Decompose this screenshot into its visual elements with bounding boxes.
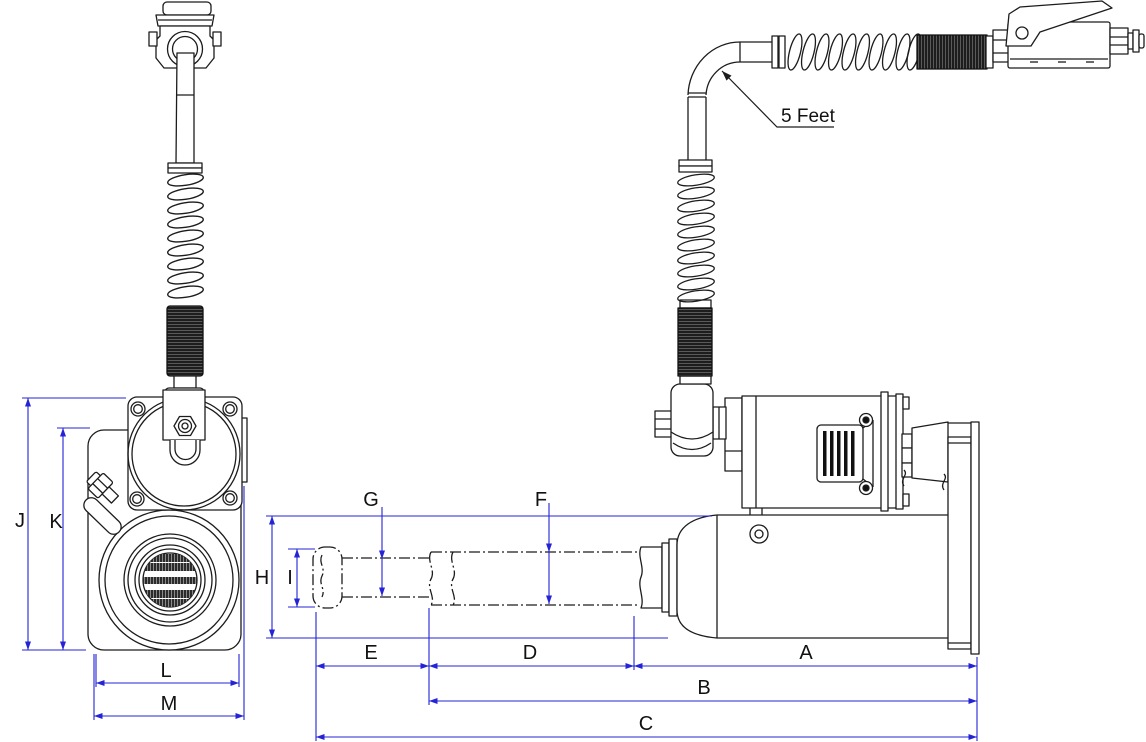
trigger-lever	[1005, 0, 1113, 47]
release-lever	[83, 497, 122, 535]
extended-ram-phantom	[312, 546, 640, 609]
mount-bolt-1	[901, 433, 913, 449]
label-H: H	[255, 567, 269, 589]
handle-return-spring	[167, 173, 204, 299]
label-F: F	[535, 489, 547, 511]
leader-line	[721, 70, 834, 128]
handle-rod	[175, 52, 195, 164]
spring-retainer	[167, 162, 203, 174]
label-G: G	[363, 489, 379, 511]
flange-bolt-holes	[129, 401, 238, 507]
rear-flange	[880, 391, 949, 512]
gland-ring-1	[661, 542, 670, 613]
dimension-labels: A B C D E F G H I J K L M	[15, 489, 813, 735]
cylinder-body	[676, 514, 950, 639]
outlet-hex-nut	[1109, 27, 1129, 55]
label-E: E	[364, 642, 377, 664]
hose-bend	[687, 41, 772, 160]
label-K: K	[49, 511, 63, 533]
ram-shoulder	[428, 551, 434, 606]
gland-ring-2	[668, 538, 678, 617]
base-plate	[947, 421, 980, 655]
ram-tip-cap	[312, 546, 343, 609]
elbow-hex-nut	[654, 410, 673, 438]
mount-bolt-2	[901, 447, 913, 464]
valve-stem	[101, 486, 120, 504]
gland-collar	[639, 546, 663, 609]
mount-bolt-3	[901, 462, 913, 478]
hose-spring-horizontal	[771, 33, 922, 71]
label-C: C	[639, 713, 653, 735]
muffler	[816, 412, 874, 496]
dimensions	[22, 397, 978, 741]
label-I: I	[287, 567, 293, 589]
air-hose	[654, 29, 1011, 457]
hose-length-label: 5 Feet	[781, 106, 836, 127]
clevis-left-tab	[148, 31, 158, 47]
handle-clevis	[148, 1, 222, 69]
label-D: D	[523, 642, 537, 664]
hose-grip-horizontal	[916, 34, 988, 70]
air-motor-block	[724, 395, 901, 515]
label-M: M	[161, 693, 178, 715]
hose-grip-vertical	[677, 307, 713, 377]
side-view	[312, 0, 1145, 655]
trigger-lever-hole	[1015, 26, 1029, 40]
clevis-right-tab	[212, 31, 222, 47]
quick-connect-nipple	[1127, 32, 1134, 50]
handle-grip	[166, 305, 204, 377]
coupler-knurl-face	[143, 554, 197, 607]
hose-spring-vertical	[677, 159, 715, 303]
muffler-slots	[823, 431, 855, 476]
handle-socket	[162, 389, 206, 466]
label-B: B	[697, 677, 710, 699]
label-A: A	[799, 642, 813, 664]
hose-length-annotation: 5 Feet	[721, 70, 836, 128]
base-bracket	[911, 421, 949, 483]
label-L: L	[160, 660, 171, 682]
inlet-boss	[724, 397, 743, 472]
label-J: J	[15, 510, 25, 532]
trigger-valve	[1005, 0, 1145, 69]
release-valve	[83, 471, 122, 535]
grip-neck	[173, 375, 197, 389]
front-view	[83, 1, 248, 651]
